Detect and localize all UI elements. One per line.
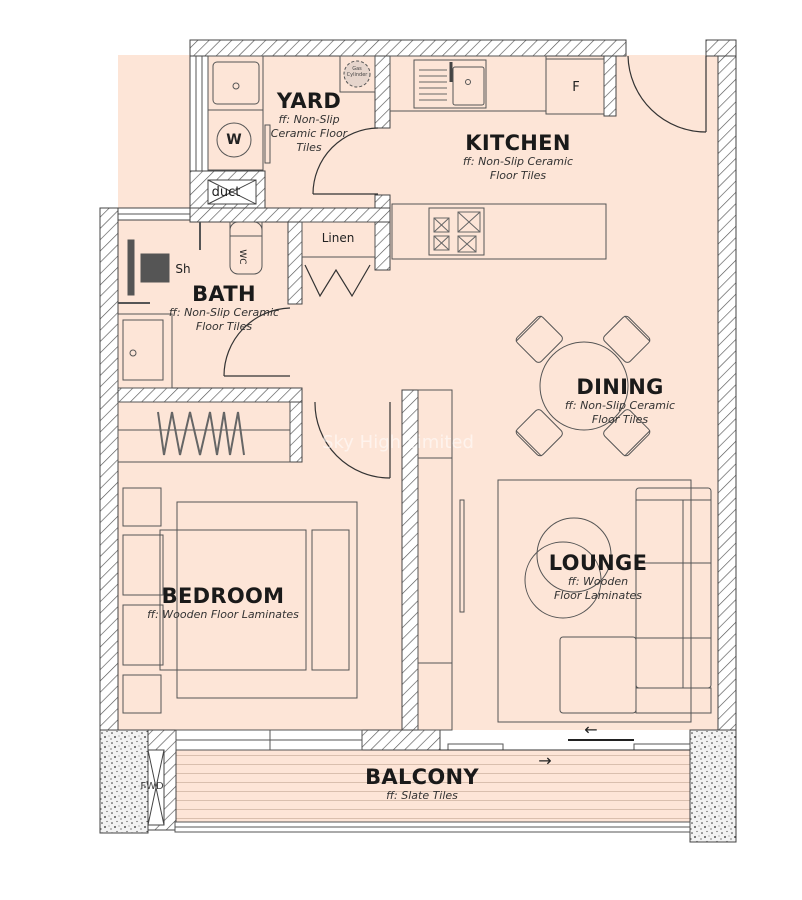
room-lounge: LOUNGE ff: Wooden Floor Laminates <box>549 551 648 603</box>
finish-balcony-1: ff: Slate Tiles <box>386 789 458 802</box>
yard-fixtures <box>207 55 376 171</box>
room-name-yard: YARD <box>276 89 342 113</box>
room-kitchen: KITCHEN ff: Non-Slip Ceramic Floor Tiles <box>463 131 573 183</box>
dining-table <box>515 315 651 457</box>
slide-arrow-left-icon: ← <box>584 720 598 739</box>
room-name-balcony: BALCONY <box>365 765 479 789</box>
linen-label: Linen <box>321 231 355 245</box>
finish-bath-1: ff: Non-Slip Ceramic <box>168 306 280 319</box>
room-name-dining: DINING <box>576 375 664 399</box>
finish-yard-2: Ceramic Floor <box>270 127 348 140</box>
wc-label: WC <box>237 249 247 265</box>
room-bedroom: BEDROOM ff: Wooden Floor Laminates <box>147 584 299 622</box>
duct <box>207 179 257 205</box>
finish-bedroom-1: ff: Wooden Floor Laminates <box>147 608 299 621</box>
room-dining: DINING ff: Non-Slip Ceramic Floor Tiles <box>565 375 675 427</box>
room-name-bath: BATH <box>192 282 256 306</box>
finish-yard-3: Tiles <box>296 141 322 154</box>
windows <box>174 729 691 833</box>
finish-lounge-1: ff: Wooden <box>567 575 629 588</box>
gas-cylinder-label: Gas Cylinder <box>347 66 368 78</box>
shower-label: Sh <box>175 262 191 276</box>
finish-dining-2: Floor Tiles <box>591 413 649 426</box>
fridge-label: F <box>572 80 580 95</box>
finish-yard-1: ff: Non-Slip <box>278 113 340 126</box>
washer-icon: W <box>226 132 242 148</box>
kitchen-fixtures <box>389 55 607 260</box>
room-balcony: BALCONY ff: Slate Tiles <box>365 765 479 803</box>
finish-bath-2: Floor Tiles <box>195 320 253 333</box>
finish-kitchen-2: Floor Tiles <box>489 169 547 182</box>
bedroom-fixtures <box>117 389 465 731</box>
gas-cylinder-label-2: Cylinder <box>346 72 368 78</box>
watermark: Sky High Limited <box>322 432 474 453</box>
finish-lounge-2: Floor Laminates <box>553 589 643 602</box>
room-name-kitchen: KITCHEN <box>465 131 571 155</box>
fwd-label: FWD <box>140 781 164 792</box>
room-name-bedroom: BEDROOM <box>161 584 285 608</box>
doors <box>223 55 707 479</box>
room-bath: BATH ff: Non-Slip Ceramic Floor Tiles <box>169 282 279 334</box>
finish-kitchen-1: ff: Non-Slip Ceramic <box>462 155 574 168</box>
slide-arrow-right-icon: → <box>538 751 552 770</box>
room-name-lounge: LOUNGE <box>548 551 648 575</box>
bath-fixtures <box>117 221 263 389</box>
duct-label: duct <box>211 185 241 200</box>
gas-cylinder-label-1: Gas <box>352 66 362 72</box>
finish-dining-1: ff: Non-Slip Ceramic <box>564 399 676 412</box>
room-yard: YARD ff: Non-Slip Ceramic Floor Tiles <box>271 89 347 155</box>
linen-cupboard <box>301 221 376 258</box>
fwd-unit <box>147 749 165 826</box>
lounge-furniture <box>497 479 712 723</box>
